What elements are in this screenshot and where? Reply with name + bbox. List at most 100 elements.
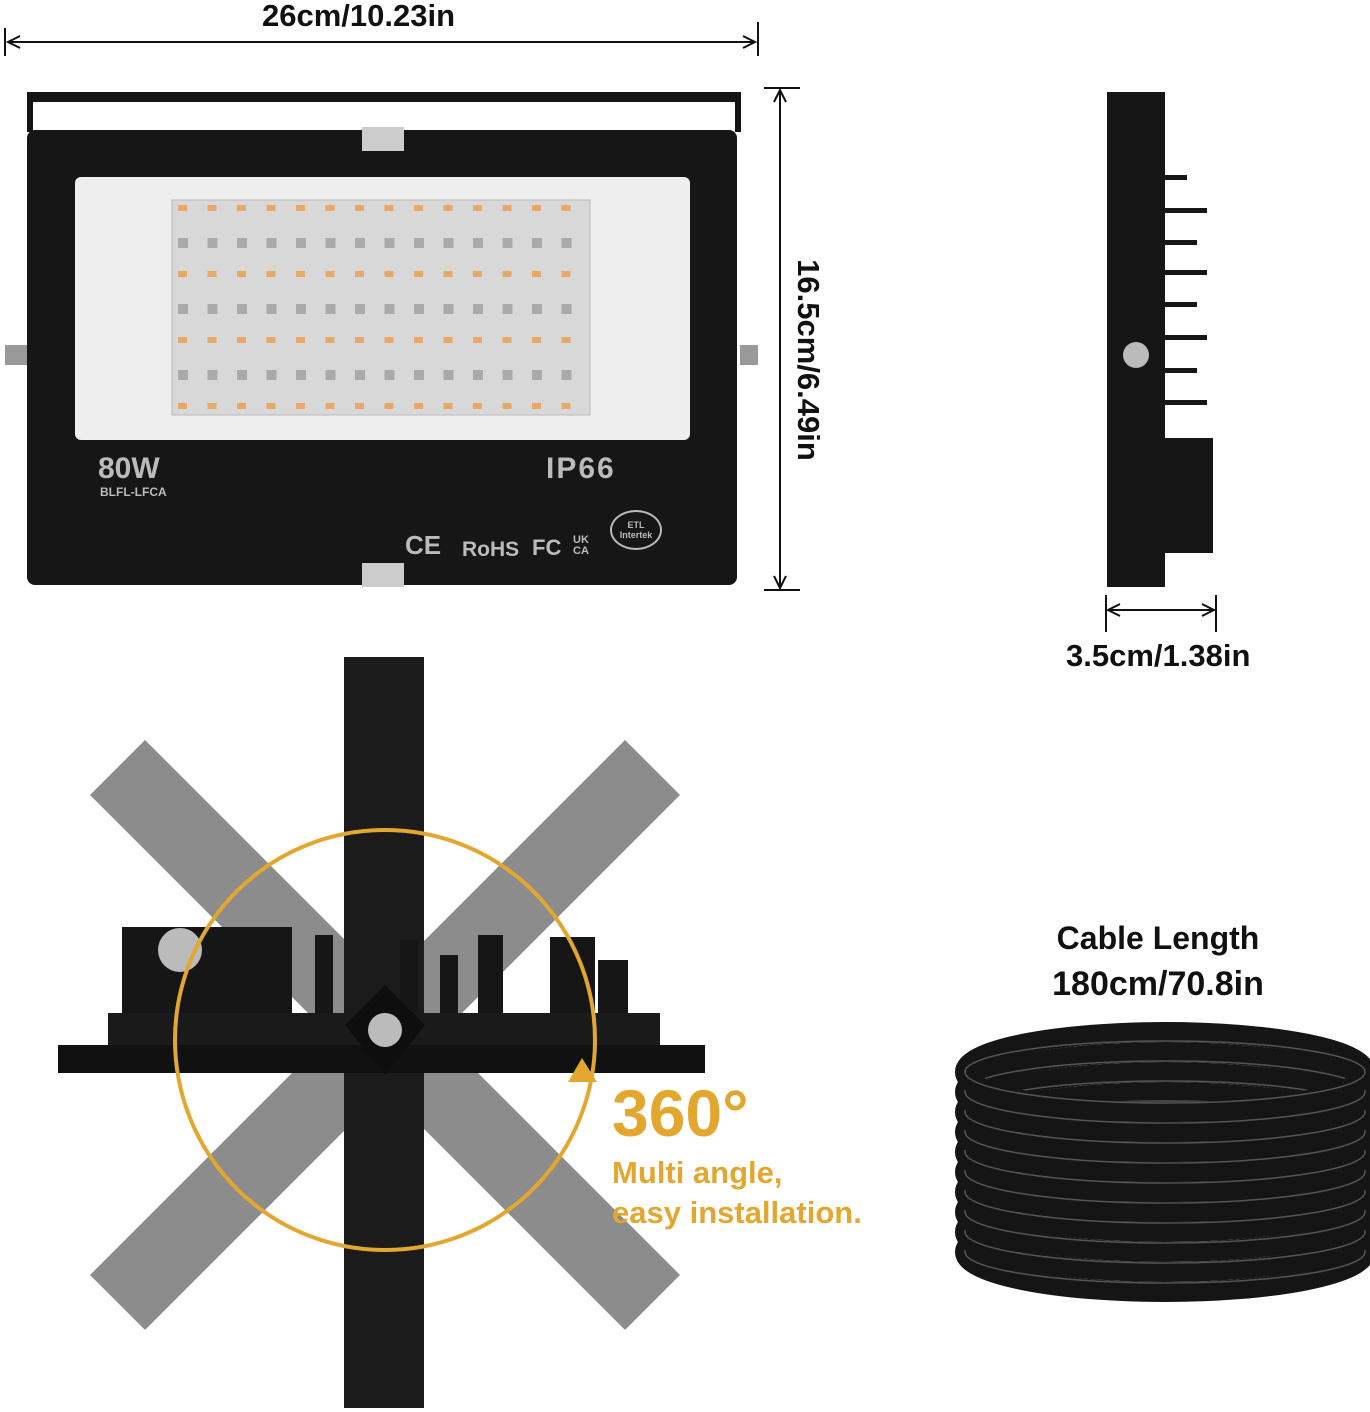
led-chip — [473, 337, 482, 343]
led-chip — [532, 205, 541, 211]
led-chip — [178, 403, 187, 409]
height-dimension-arrow — [764, 87, 800, 591]
led-chip — [207, 403, 217, 409]
led-chip — [414, 205, 423, 211]
led-chip — [414, 238, 424, 248]
ip-rating-label: IP66 — [546, 452, 616, 485]
led-chip — [325, 205, 335, 211]
led-chip — [355, 370, 365, 380]
led-chip — [207, 271, 217, 277]
cable-title: Cable Length — [1056, 920, 1260, 956]
led-chip — [178, 205, 187, 211]
led-chip — [532, 370, 542, 380]
led-chip — [384, 271, 394, 277]
led-chip — [178, 304, 188, 314]
led-chip — [414, 304, 424, 314]
led-chip — [237, 337, 246, 343]
led-chip — [443, 238, 454, 248]
led-chip — [237, 271, 246, 277]
led-chip — [207, 238, 218, 248]
led-chip — [296, 238, 306, 248]
cable-length: 180cm/70.8in — [1052, 965, 1264, 1003]
rotation-circle — [173, 828, 597, 1252]
led-chip — [532, 238, 542, 248]
led-chip — [266, 370, 277, 380]
led-chip — [561, 370, 572, 380]
led-chip — [325, 337, 335, 343]
led-chip — [502, 403, 512, 409]
led-chip — [473, 271, 482, 277]
height-label: 16.5cm/6.49in — [791, 259, 826, 461]
led-chip — [355, 403, 364, 409]
led-chip — [532, 337, 541, 343]
led-chip — [266, 238, 277, 248]
led-chip — [207, 205, 217, 211]
led-chip — [355, 238, 365, 248]
model-label: BLFL-LFCA — [100, 485, 167, 499]
led-chip — [561, 238, 572, 248]
led-chip — [237, 205, 246, 211]
led-chip — [502, 238, 513, 248]
cable-coil — [955, 1022, 1370, 1302]
cert-fc: FC — [532, 535, 562, 560]
led-chip — [178, 271, 187, 277]
led-chip — [296, 403, 305, 409]
led-chip — [296, 271, 305, 277]
cable-loop — [964, 1040, 1366, 1104]
led-chip — [443, 271, 453, 277]
cert-ce: CE — [405, 530, 442, 560]
led-chip — [532, 304, 542, 314]
led-chip — [502, 304, 513, 314]
led-chip — [502, 337, 512, 343]
led-chip — [325, 238, 336, 248]
led-chip — [384, 337, 394, 343]
rotation-degrees: 360° — [612, 1076, 749, 1150]
led-chip — [296, 370, 306, 380]
led-chip — [237, 238, 247, 248]
led-chip — [561, 403, 571, 409]
led-chip — [561, 205, 571, 211]
led-chip — [473, 238, 483, 248]
led-chip — [237, 304, 247, 314]
led-chip — [561, 271, 571, 277]
depth-label: 3.5cm/1.38in — [1066, 638, 1251, 673]
wattage-label: 80W — [98, 452, 160, 485]
led-grid — [178, 205, 572, 409]
led-chip — [502, 205, 512, 211]
led-chip — [473, 205, 482, 211]
led-chip — [414, 337, 423, 343]
led-chip — [355, 337, 364, 343]
led-chip — [561, 337, 571, 343]
led-chip — [296, 304, 306, 314]
led-chip — [266, 271, 276, 277]
led-chip — [266, 304, 277, 314]
led-chip — [414, 403, 423, 409]
led-chip — [443, 337, 453, 343]
led-chip — [355, 271, 364, 277]
width-label: 26cm/10.23in — [262, 0, 456, 33]
led-chip — [325, 271, 335, 277]
cable-loop — [964, 1060, 1366, 1124]
led-chip — [355, 205, 364, 211]
led-chip — [325, 370, 336, 380]
led-chip — [502, 370, 513, 380]
led-chip — [473, 403, 482, 409]
cert-rohs: RoHS — [462, 538, 520, 561]
rotation-illustration — [58, 657, 705, 1408]
led-chip — [296, 205, 305, 211]
led-chip — [237, 370, 247, 380]
led-chip — [384, 238, 395, 248]
led-chip — [207, 337, 217, 343]
led-chip — [207, 370, 218, 380]
led-chip — [532, 403, 541, 409]
led-chip — [443, 205, 453, 211]
led-chip — [473, 370, 483, 380]
led-chip — [266, 205, 276, 211]
cert-etl: ETL Intertek — [610, 510, 662, 550]
led-chip — [178, 370, 188, 380]
led-chip — [561, 304, 572, 314]
rotation-line-1: Multi angle, — [612, 1155, 783, 1190]
led-chip — [473, 304, 483, 314]
led-chip — [414, 370, 424, 380]
